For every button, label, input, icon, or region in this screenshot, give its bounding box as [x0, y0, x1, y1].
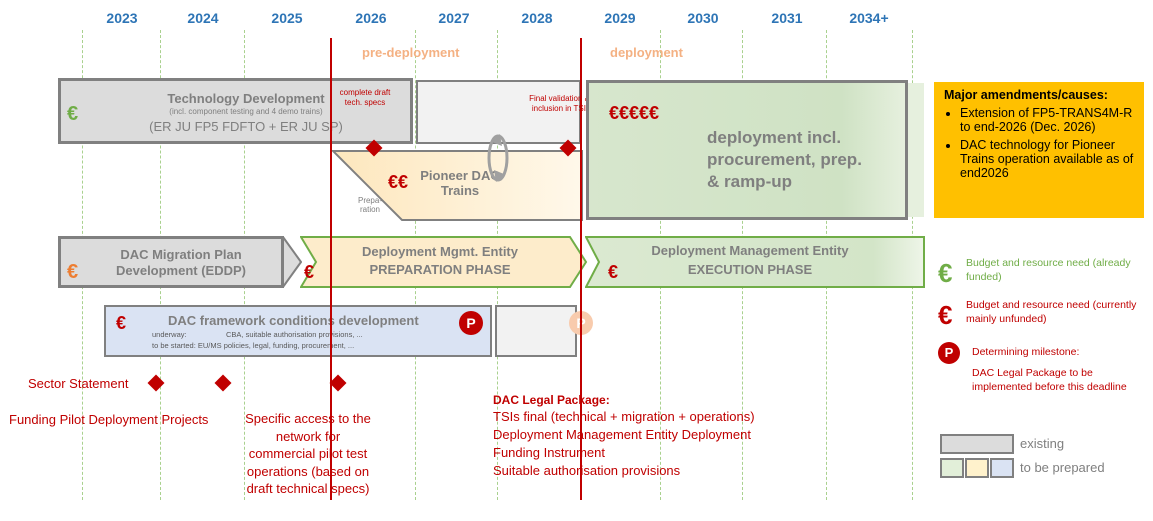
- year-label: 2025: [271, 10, 303, 26]
- amendments-box: Major amendments/causes: Extension of FP…: [934, 82, 1144, 218]
- preparation-label: Prepa-ration: [357, 196, 382, 214]
- arrow-right-icon: [282, 236, 302, 288]
- legal-package-item: TSIs final (technical + migration + oper…: [493, 409, 755, 424]
- framework-existing-box: [495, 305, 577, 357]
- tech-dev-sub: (incl. component testing and 4 demo trai…: [169, 107, 323, 116]
- sector-statement-label: Sector Statement: [28, 376, 129, 391]
- legend-green-swatch: [940, 458, 964, 478]
- framework-line1-label: underway:: [152, 330, 187, 339]
- amendment-item: Extension of FP5-TRANS4M-R to end-2026 (…: [960, 106, 1134, 134]
- amendments-title-row: Major amendments/causes:: [944, 88, 1134, 102]
- milestone-diamond: [329, 374, 347, 392]
- year-label: 2027: [438, 10, 470, 26]
- milestone-p-icon: P: [459, 311, 483, 335]
- euro-unfunded-icon: €: [608, 262, 619, 282]
- legal-package-title: DAC Legal Package:: [493, 393, 610, 407]
- year-label: 2030: [687, 10, 719, 26]
- pioneer-shape: [332, 150, 583, 221]
- legend-existing-label: existing: [1020, 436, 1065, 451]
- milestone-line-2028: [580, 38, 582, 500]
- year-label: 2026: [355, 10, 387, 26]
- legend-to-be-prepared-label: to be prepared: [1020, 460, 1105, 475]
- deployment-text: deployment incl. procurement, prep. & ra…: [707, 128, 862, 191]
- framework-line2: to be started: EU/MS policies, legal, fu…: [152, 341, 355, 350]
- migration-plan-box: DAC Migration Plan Development (EDDP) €: [58, 236, 284, 288]
- euro-unfunded-icon: €€: [388, 172, 409, 192]
- milestone-p-legend-icon: P: [938, 342, 960, 364]
- year-label: 2034+: [849, 10, 889, 26]
- milestone-line-2026: [330, 38, 332, 500]
- legal-package-item: Deployment Management Entity Deployment: [493, 427, 751, 442]
- euro-unfunded-legend-icon: €: [938, 300, 953, 330]
- euro-funded-icon: €: [67, 103, 79, 125]
- cycle-icon: [487, 134, 509, 182]
- draft-specs-label: complete draft tech. specs: [339, 88, 391, 107]
- phase-deployment: deployment: [610, 45, 683, 60]
- specific-access-label: Specific access to the network for comme…: [245, 411, 371, 496]
- technology-development-box: Technology Development (incl. component …: [58, 78, 413, 144]
- legend-yellow-swatch: [965, 458, 989, 478]
- deployment-block: €€€€€ deployment incl. procurement, prep…: [586, 80, 908, 220]
- framework-line1: CBA, suitable authorisation provisions, …: [226, 330, 363, 339]
- migration-plan-title: DAC Migration Plan Development (EDDP): [115, 247, 247, 278]
- dme-prep-title: Deployment Mgmt. Entity: [361, 244, 518, 259]
- funding-pilot-label: Funding Pilot Deployment Projects: [9, 412, 209, 427]
- amendments-title: Major amendments/causes: [944, 88, 1104, 102]
- legend-p-desc: DAC Legal Package to be implemented befo…: [972, 367, 1127, 393]
- amendments-title-suffix: :: [1103, 88, 1108, 102]
- validation-box: [416, 80, 581, 144]
- year-label: 2023: [106, 10, 138, 26]
- amendments-list: Extension of FP5-TRANS4M-R to end-2026 (…: [944, 106, 1134, 180]
- dme-exec-sub: EXECUTION PHASE: [687, 262, 813, 277]
- final-validation-label: Final validation & inclusion in TSIs: [529, 94, 590, 113]
- euro-unfunded-icon: €: [116, 313, 127, 333]
- amendment-item: DAC technology for Pioneer Trains operat…: [960, 138, 1134, 180]
- legal-package-item: Suitable authorisation provisions: [493, 463, 681, 478]
- year-label: 2024: [187, 10, 219, 26]
- legal-package-item: Funding Instrument: [493, 445, 606, 460]
- dme-prep-sub: PREPARATION PHASE: [369, 262, 511, 277]
- framework-title: DAC framework conditions development: [168, 313, 419, 328]
- dme-exec-shape: [585, 236, 925, 288]
- euro-unfunded-icon: €: [304, 262, 315, 282]
- tech-dev-title: Technology Development: [167, 91, 325, 106]
- legend-p-title: Determining milestone:: [972, 346, 1080, 358]
- phase-pre-deployment: pre-deployment: [362, 45, 460, 60]
- legend-blue-swatch: [990, 458, 1014, 478]
- dme-prep-shape: [300, 236, 588, 288]
- legal-package-list: TSIs final (technical + migration + oper…: [493, 408, 755, 480]
- year-label: 2028: [521, 10, 553, 26]
- euro-funded-legend-icon: €: [938, 258, 953, 288]
- deployment-fade: [908, 83, 924, 217]
- pioneer-title: Pioneer DAC Trains: [420, 168, 500, 198]
- year-label: 2029: [604, 10, 636, 26]
- year-label: 2031: [771, 10, 803, 26]
- legend-unfunded-text: Budget and resource need (currently main…: [966, 299, 1137, 325]
- milestone-diamond: [147, 374, 165, 392]
- euro-unfunded-icon: €€€€€: [609, 103, 660, 123]
- milestone-diamond: [214, 374, 232, 392]
- euro-funded-icon: €: [67, 261, 79, 283]
- legend-funded-text: Budget and resource need (already funded…: [966, 257, 1131, 283]
- legend-existing-swatch: [940, 434, 1014, 454]
- dme-exec-title: Deployment Management Entity: [651, 243, 849, 258]
- framework-box: € DAC framework conditions development u…: [104, 305, 492, 357]
- tech-dev-sub2: (ER JU FP5 FDFTO + ER JU SP): [149, 119, 343, 134]
